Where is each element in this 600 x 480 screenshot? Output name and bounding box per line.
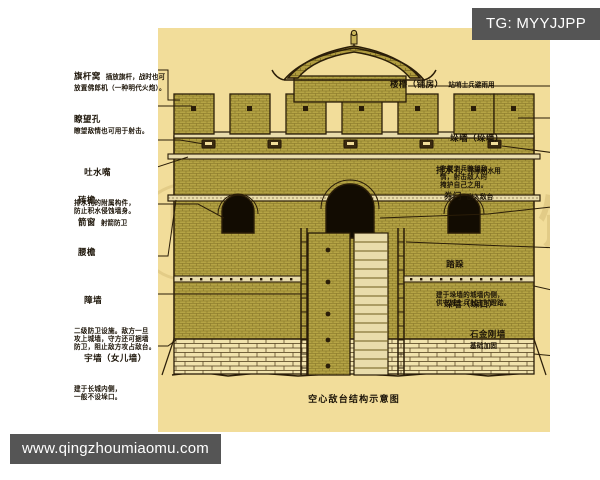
label-battlement-wall: 垛墙（垛墙） 守楼士兵瞭望敌 情，射击敌人时 掩护自己之用。 bbox=[440, 133, 504, 189]
label-flagpole-socket: 旗杆窝插放旗杆，战时也可 放置佛郎机（一种明代火炮）。 bbox=[74, 72, 166, 92]
label-arrow-window: 箭窗射箭防卫 bbox=[78, 218, 128, 228]
label-water-spout: 吐水嘴 排水孔的附属构件， 防止积水侵蚀墙身。 bbox=[74, 167, 136, 215]
label-brick-cornice: 砖檐 bbox=[78, 196, 96, 206]
tg-watermark-badge: TG: MYYJJPP bbox=[472, 8, 600, 40]
label-arch-gate: 券门出入敌台 bbox=[444, 192, 494, 202]
label-stone-foundation-wall: 石金刚墙 基础加固 bbox=[470, 330, 506, 350]
label-crenel: 垛墙（垛口） bbox=[444, 300, 498, 310]
label-lookout-hole: 瞭望孔 瞭望敌情也可用于射击。 bbox=[74, 115, 149, 135]
label-sentry-house: 楼橹（铺房）站哨士兵避雨用 bbox=[390, 80, 495, 90]
label-steps: 踏跺 建于垛墙的城墙内侧， 供守城士兵射击时蹬踏。 bbox=[436, 259, 511, 307]
diagram-caption: 空心敌台结构示意图 bbox=[308, 395, 400, 405]
watchtower-illustration bbox=[158, 29, 550, 377]
label-waist-cornice: 腰檐 bbox=[78, 248, 96, 258]
site-url-badge: www.qingzhoumiaomu.com bbox=[10, 434, 221, 464]
label-parapet-wall: 宇墙（女儿墙） 建于长城内侧， 一般不设垛口。 bbox=[74, 353, 147, 401]
label-drain-hole: 排水孔排除积水用 bbox=[436, 166, 501, 176]
label-barrier-wall: 障墙 二级防卫设施。敌方一旦 攻上城墙，守方还可据墙 防卫，阻止敌方攻占敌台。 bbox=[74, 295, 156, 351]
